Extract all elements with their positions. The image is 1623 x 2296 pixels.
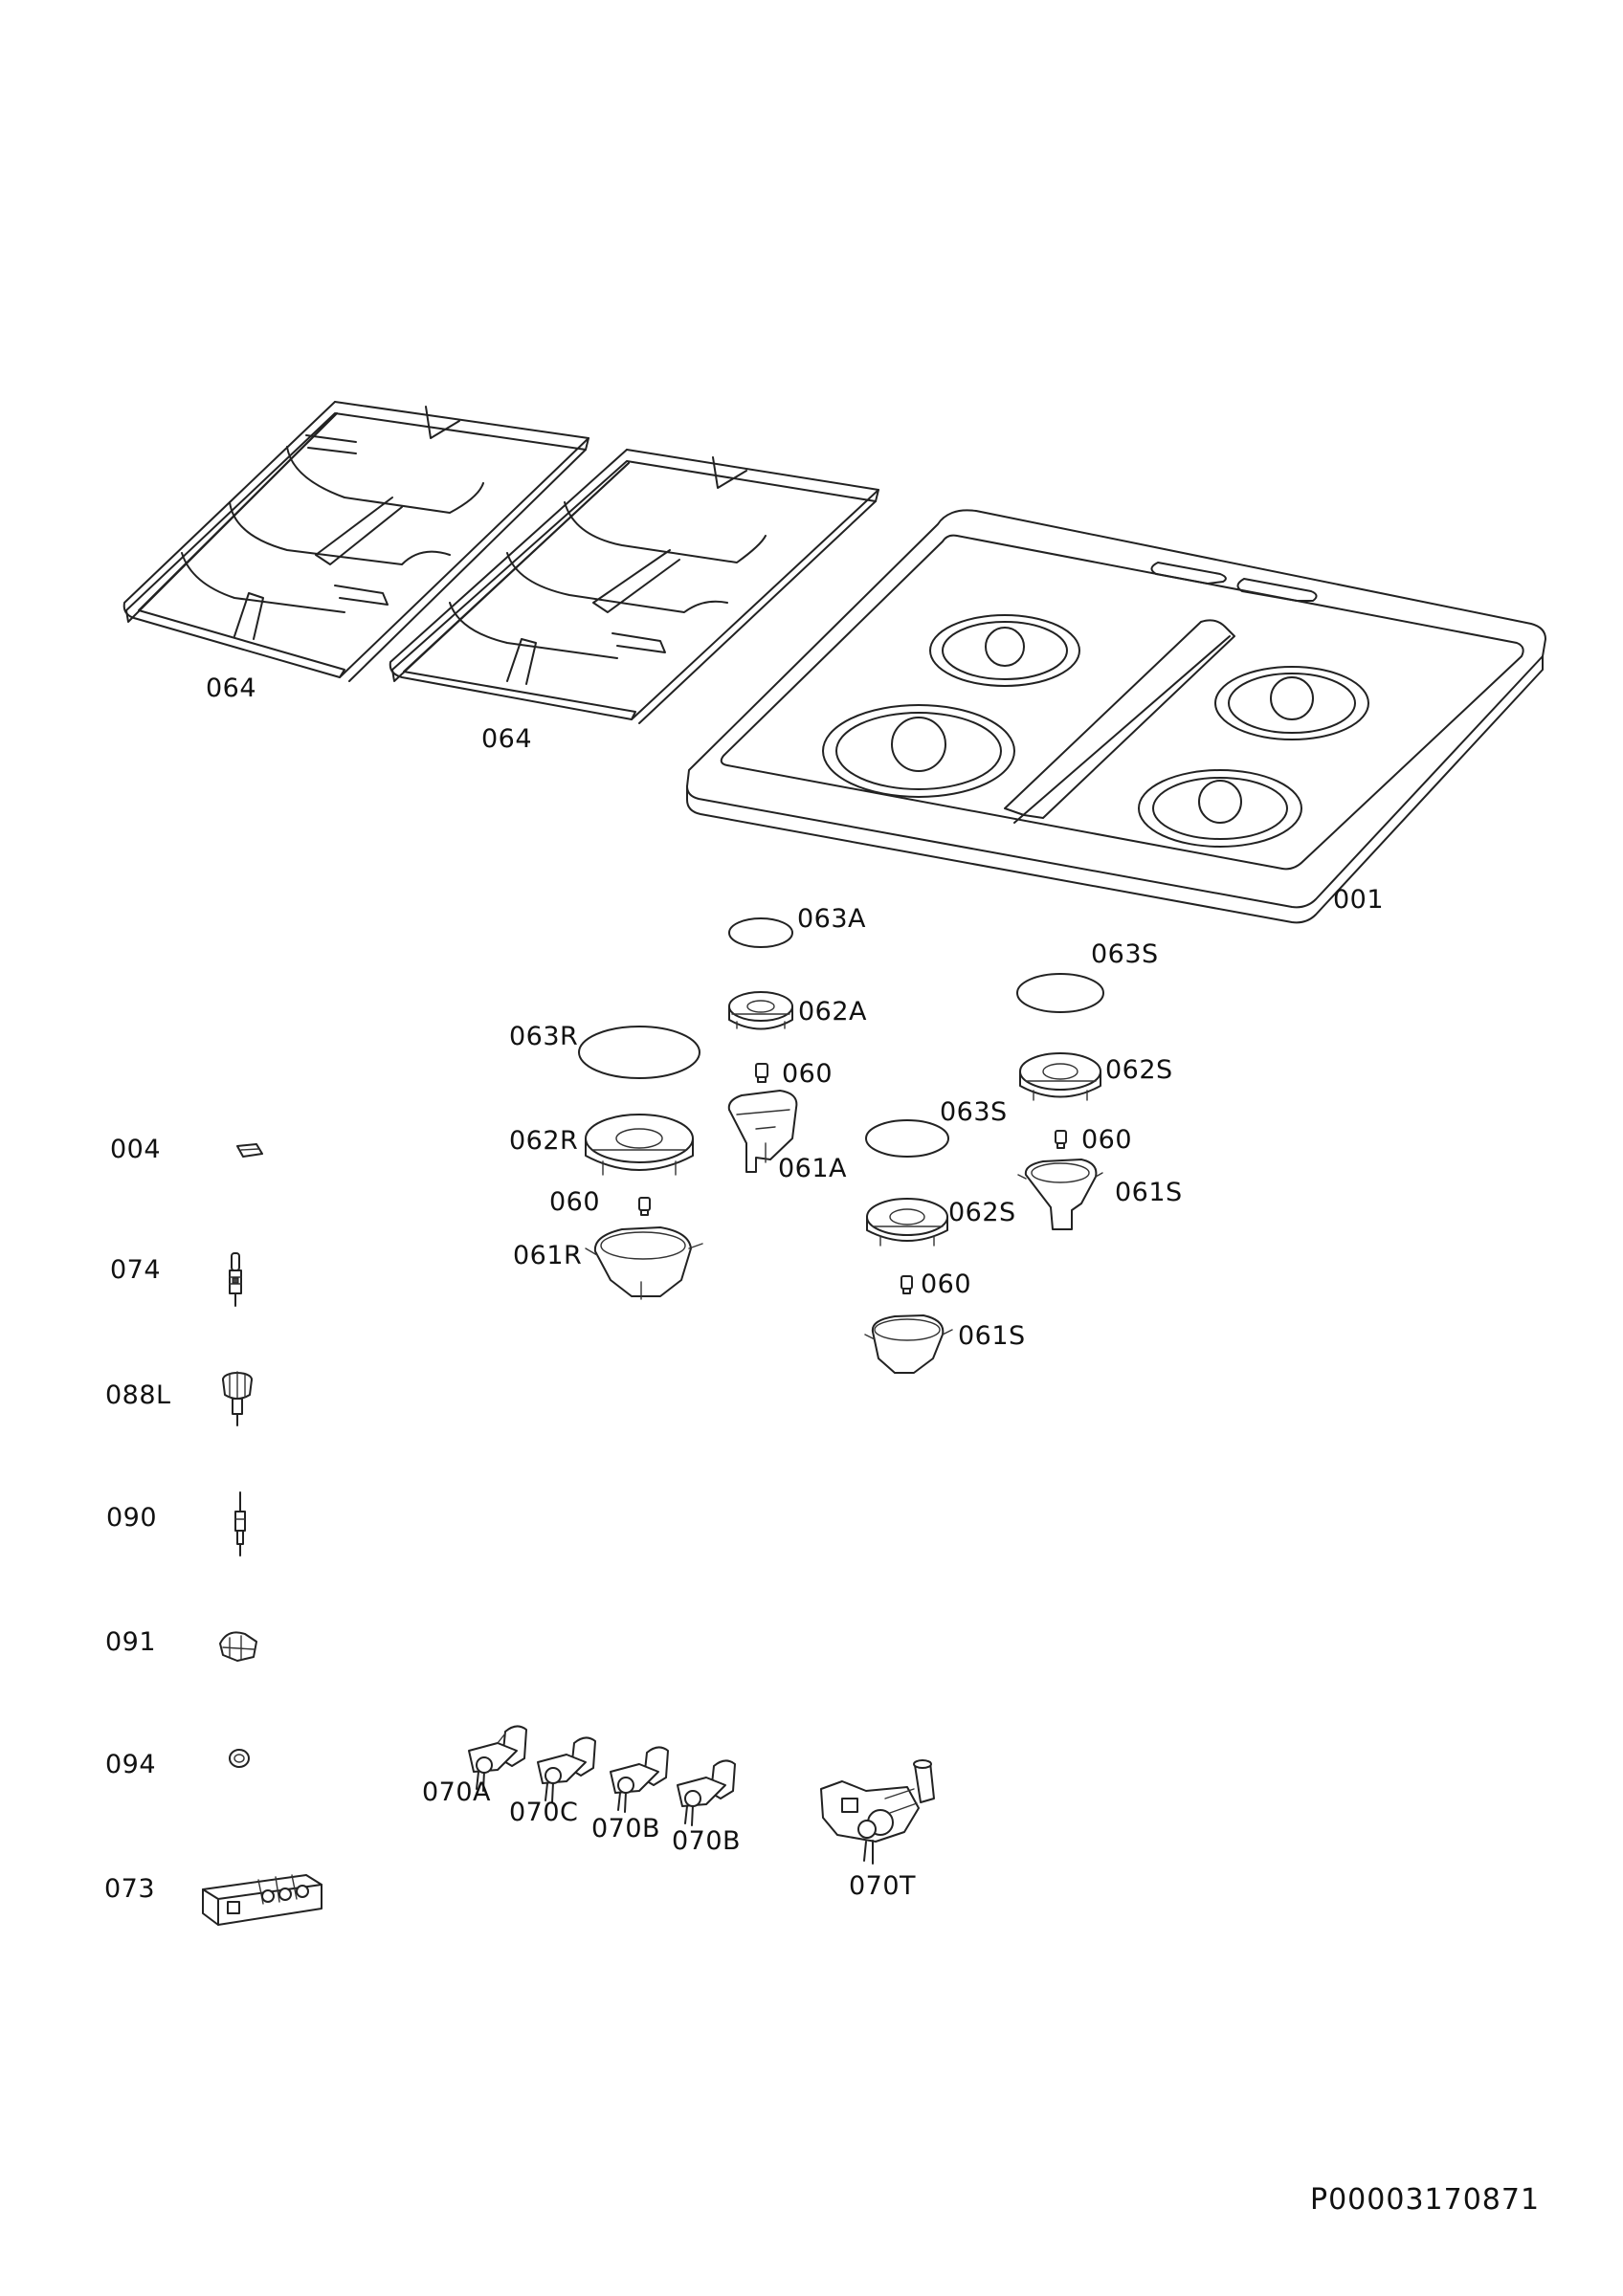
label-cup-rapid: 061R <box>513 1241 583 1270</box>
burner-crown-auxiliary <box>728 991 793 1030</box>
label-cap-semi-mid: 063S <box>940 1097 1008 1127</box>
label-crown-aux: 062A <box>798 997 868 1027</box>
injector-rapid <box>638 1197 651 1216</box>
gas-tap-070C <box>537 1736 596 1803</box>
label-injector-semi-top: 060 <box>1081 1125 1133 1155</box>
injector-auxiliary <box>755 1063 768 1083</box>
gas-tap-070B-2 <box>677 1759 736 1826</box>
label-part-094: 094 <box>105 1750 157 1779</box>
label-tap-070C: 070C <box>509 1798 579 1827</box>
label-injector-aux: 060 <box>782 1059 834 1089</box>
label-part-090: 090 <box>106 1503 158 1533</box>
label-hob-top: 001 <box>1333 885 1385 915</box>
label-cap-rapid: 063R <box>509 1022 579 1051</box>
hob-top <box>686 509 1546 924</box>
label-part-073: 073 <box>104 1874 156 1904</box>
label-cap-aux: 063A <box>797 904 867 934</box>
label-injector-rapid: 060 <box>549 1187 601 1217</box>
label-cup-aux: 061A <box>778 1154 848 1183</box>
label-crown-rapid: 062R <box>509 1126 579 1156</box>
label-part-088L: 088L <box>105 1380 171 1410</box>
burner-cap-semi-rapid-top <box>1016 973 1104 1013</box>
burner-crown-rapid <box>585 1114 694 1176</box>
burner-cap-rapid <box>578 1026 700 1079</box>
burner-cup-semi-rapid-mid <box>864 1314 953 1374</box>
label-cup-semi-mid: 061S <box>958 1321 1026 1351</box>
gas-tap-070A <box>468 1725 527 1792</box>
label-part-091: 091 <box>105 1627 157 1657</box>
label-crown-semi-mid: 062S <box>948 1198 1016 1227</box>
label-injector-semi-mid: 060 <box>921 1269 972 1299</box>
burner-cup-semi-rapid-top <box>1017 1159 1103 1230</box>
part-094-ring <box>229 1749 250 1768</box>
gas-tap-070B-1 <box>610 1746 669 1813</box>
part-073-ignition-module <box>202 1874 322 1926</box>
part-090-spark-plug <box>234 1491 246 1556</box>
label-grid-right: 064 <box>481 724 533 754</box>
label-cup-semi-top: 061S <box>1115 1178 1183 1207</box>
pan-support-grid-right <box>389 449 879 724</box>
injector-semi-rapid-top <box>1055 1130 1067 1149</box>
burner-cap-semi-rapid-mid <box>865 1119 949 1158</box>
label-part-074: 074 <box>110 1255 162 1285</box>
part-004-clip <box>236 1143 263 1158</box>
label-tap-070B-1: 070B <box>591 1814 661 1843</box>
label-cap-semi-top: 063S <box>1091 939 1159 969</box>
label-part-004: 004 <box>110 1135 162 1164</box>
burner-crown-semi-rapid-mid <box>866 1198 948 1247</box>
part-074-thermocouple <box>229 1252 242 1307</box>
label-grid-left: 064 <box>206 673 257 703</box>
label-tap-070B-2: 070B <box>672 1826 742 1856</box>
document-id: P00003170871 <box>1310 2183 1541 2217</box>
gas-tap-070T <box>820 1759 935 1865</box>
burner-cap-auxiliary <box>728 917 793 948</box>
pan-support-grid-left <box>122 401 589 682</box>
burner-cup-auxiliary <box>727 1090 798 1173</box>
burner-cup-rapid <box>585 1226 703 1300</box>
label-crown-semi-top: 062S <box>1105 1055 1173 1085</box>
burner-crown-semi-rapid-top <box>1019 1052 1101 1101</box>
injector-semi-rapid-mid <box>900 1275 913 1294</box>
label-tap-070A: 070A <box>422 1777 492 1807</box>
label-tap-070T: 070T <box>849 1871 917 1901</box>
part-088L-knob <box>222 1371 253 1426</box>
part-091-holder <box>219 1631 257 1662</box>
